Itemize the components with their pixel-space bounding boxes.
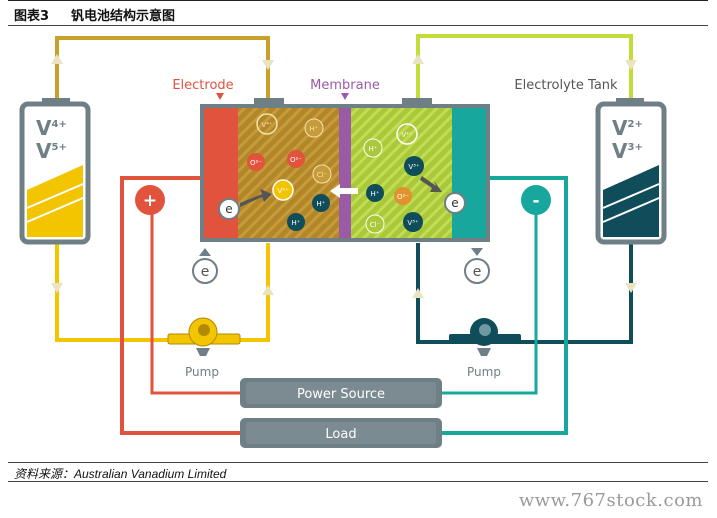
figure-number: 图表3 — [14, 9, 50, 24]
pipe-bottom-left — [55, 243, 270, 342]
right-tank-ion-a: V — [612, 116, 628, 140]
left-tank-ion-b-charge: 5+ — [51, 142, 66, 153]
arrow-down-right — [625, 60, 637, 70]
figure-title-text: 钒电池结构示意图 — [71, 9, 176, 24]
reaction-arrows — [240, 176, 442, 207]
positive-terminal: + — [143, 191, 157, 211]
ion-h-e: H⁺ — [371, 190, 380, 198]
source-rule-bottom — [8, 481, 708, 482]
ion-h-d: H⁺ — [369, 145, 378, 153]
pipe-top-left — [55, 36, 270, 104]
left-pump-label: Pump — [185, 365, 219, 379]
wire-right-teal — [440, 176, 568, 435]
electrolyte-tank-label: Electrolyte Tank — [514, 78, 618, 93]
ion-cl-a: Cl⁻ — [317, 171, 328, 179]
electrode-label: Electrode — [172, 78, 233, 93]
ion-v3-b: V³⁺ — [407, 219, 419, 227]
flow-arrows — [51, 54, 637, 298]
right-tank-ion-a-charge: 2+ — [627, 119, 642, 130]
arrow-down-top-left — [262, 60, 274, 70]
ion-o2-b: O²⁻ — [290, 156, 302, 164]
arrow-up-left-bottom — [262, 285, 274, 295]
left-electrolyte-tank — [19, 98, 91, 245]
arrow-membrane-transfer — [330, 184, 358, 198]
electron-left: e — [225, 202, 232, 216]
wire-right-inner — [440, 210, 538, 395]
source-rule-top — [8, 462, 708, 463]
membrane-pointer — [341, 93, 349, 100]
svg-text:V4+: V4+ — [36, 116, 67, 140]
negative-half-cell — [351, 108, 452, 238]
electron-indicator-right: e — [473, 264, 482, 280]
electron-arrow-down-right — [471, 248, 483, 256]
membrane — [339, 108, 351, 238]
watermark: www.767stock.com — [518, 490, 703, 511]
arrow-down-right-bottom — [625, 283, 637, 293]
pipe-bottom-right — [416, 243, 633, 344]
right-electrolyte-tank — [595, 98, 667, 245]
cell-stack — [200, 98, 490, 242]
right-pump — [449, 318, 521, 356]
negative-terminal: - — [532, 191, 539, 211]
right-tank-ion-b-charge: 3+ — [627, 142, 642, 153]
title-rule — [8, 25, 708, 26]
arrow-electron-right — [420, 176, 442, 192]
ion-v5-a: V⁵⁺ — [277, 187, 289, 195]
ion-h-a: H⁺ — [310, 125, 319, 133]
negative-electrode — [452, 108, 486, 238]
pipe-top-right — [416, 34, 633, 104]
arrow-electron-left — [240, 189, 272, 207]
source-note: 资料来源：Australian Vanadium Limited — [14, 467, 227, 481]
arrow-up-left-top — [51, 54, 63, 64]
ion-h-b: H⁺ — [317, 200, 326, 208]
ion-v3-a: V³⁺ — [408, 163, 420, 171]
ion-o2-a: O²⁻ — [250, 159, 262, 167]
right-pump-label: Pump — [467, 365, 501, 379]
electron-indicator-left: e — [201, 264, 210, 280]
figure-title: 图表3 钒电池结构示意图 — [14, 5, 175, 24]
ion-v4-a: V⁴⁺ — [261, 121, 273, 129]
load-label: Load — [325, 427, 356, 442]
svg-text:V5+: V5+ — [36, 139, 67, 163]
membrane-label: Membrane — [310, 78, 380, 93]
ion-h-c: H⁺ — [292, 219, 301, 227]
left-pump — [167, 317, 241, 356]
right-tank-ion-b: V — [612, 139, 628, 163]
left-tank-ion-a: V — [36, 116, 52, 140]
arrow-up-right-bottom — [412, 288, 424, 298]
svg-text:V3+: V3+ — [612, 139, 643, 163]
ion-cl-b: Cl⁻ — [370, 221, 381, 229]
svg-text:V2+: V2+ — [612, 116, 643, 140]
ion-v2-a: V²⁺ — [401, 131, 413, 139]
wire-left-inner — [150, 200, 244, 395]
ion-o2-c: O²⁻ — [397, 193, 409, 201]
top-rule — [8, 0, 708, 1]
arrow-down-left — [51, 283, 63, 293]
power-source-label: Power Source — [297, 387, 385, 402]
left-tank-ion-b: V — [36, 139, 52, 163]
arrow-up-right-top — [412, 54, 424, 64]
electrode-pointer — [216, 93, 224, 100]
left-tank-ion-a-charge: 4+ — [51, 119, 66, 130]
electron-right: e — [451, 196, 458, 210]
wire-left-red — [120, 176, 244, 435]
electron-arrow-up-left — [199, 248, 211, 256]
